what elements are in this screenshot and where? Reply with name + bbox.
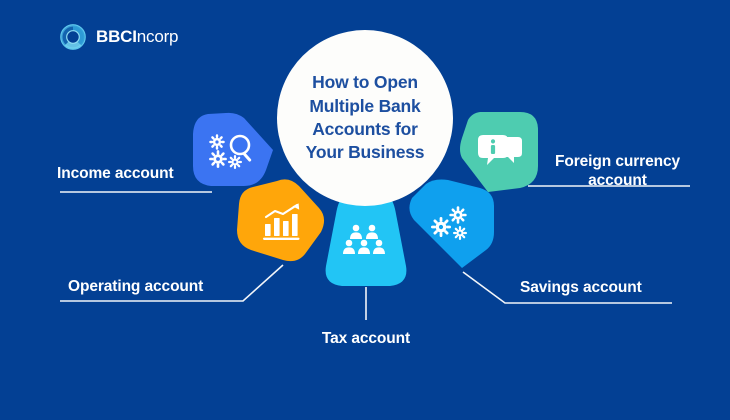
label-income-account: Income account (57, 165, 174, 182)
title-line-3: Accounts for (312, 119, 418, 139)
title-line-1: How to Open (312, 72, 418, 93)
node-tax[interactable] (320, 192, 412, 288)
title-line-2: Multiple Bank (309, 95, 421, 116)
label-savings-account: Savings account (520, 279, 642, 296)
center-circle: How to Open Multiple Bank Accounts for Y… (277, 30, 453, 206)
node-income[interactable] (190, 108, 276, 192)
label-foreign-line-2: account (588, 172, 647, 190)
label-foreign-line-1: Foreign currency (554, 153, 681, 170)
label-tax-account: Tax account (321, 330, 411, 347)
node-savings[interactable] (404, 176, 502, 272)
title-line-4: Your Business (305, 142, 425, 163)
bbcincorp-swirl-icon (58, 22, 88, 52)
gears-magnifier-icon (190, 108, 276, 192)
label-foreign-currency-account: Foreign currency account (525, 152, 710, 191)
brand-name-regular: ncorp (136, 27, 179, 46)
node-foreign[interactable] (458, 108, 544, 194)
brand-name: BBCIncorp (96, 27, 178, 47)
people-group-icon (320, 192, 412, 288)
speech-bubbles-info-icon (458, 108, 544, 194)
label-operating-account: Operating account (68, 278, 204, 295)
page-title: How to Open Multiple Bank Accounts for Y… (285, 71, 445, 164)
savings-rule (462, 271, 672, 304)
node-operating[interactable] (233, 178, 329, 266)
brand-logo: BBCIncorp (58, 22, 178, 52)
operating-rule (60, 264, 284, 302)
brand-name-bold: BBCI (96, 27, 137, 46)
gears-icon (404, 176, 502, 272)
bar-chart-growth-icon (233, 178, 329, 266)
